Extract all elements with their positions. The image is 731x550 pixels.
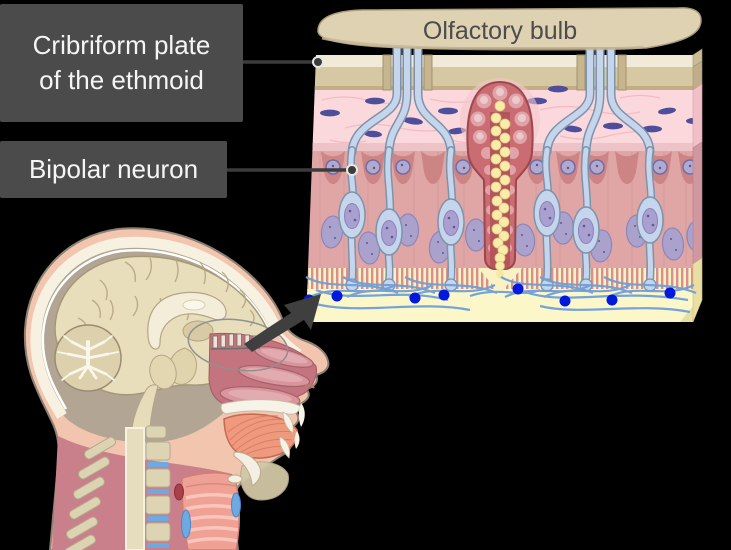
cribriform-foramina-posts [382, 54, 627, 91]
cribriform-connector-dot [312, 56, 324, 68]
gland-secretion-drop [496, 270, 504, 278]
septum-pellucidum [182, 299, 206, 311]
cervical-vertebrae [145, 425, 171, 542]
neuron-nuclei [344, 201, 658, 246]
olfactory-axon-bundles [347, 37, 655, 157]
thalamus [182, 320, 214, 342]
thyroid-cartilage [231, 492, 241, 518]
spinal-cord [125, 427, 145, 550]
upper-lip-highlight [298, 403, 305, 427]
mucus-corner-bevel [680, 306, 693, 322]
epiglottis [233, 451, 261, 487]
lower-incisor [279, 436, 290, 459]
olfactory-epithelium-inset: Olfactory bulb [303, 7, 703, 323]
esophagus-opening [174, 483, 184, 501]
head-sagittal-section [23, 227, 330, 550]
block-side-faces [692, 48, 703, 323]
intervertebral-discs [147, 462, 169, 548]
lower-lip-highlight [294, 431, 300, 449]
olfactory-bulb-label: Olfactory bulb [423, 17, 577, 45]
gland-duct-opening-gap [478, 268, 522, 290]
callout-connectors [227, 56, 358, 176]
basal-nuclei-speckles [329, 222, 677, 255]
nostril-line [304, 384, 315, 389]
gland-duct-cells [490, 100, 511, 271]
zoom-arrow [244, 294, 321, 352]
pons [149, 354, 177, 390]
bipolar-connector-dot [346, 164, 358, 176]
trachea-rings [185, 493, 239, 544]
magnifier-ellipse [187, 318, 289, 372]
hyoid-bone [227, 474, 243, 484]
lamina-propria-nuclei [320, 85, 693, 138]
olfactory-cilia [305, 276, 697, 314]
cribriform-plate-label: Cribriform plate of the ethmoid [0, 4, 243, 122]
cerebellum-arbor-vitae [57, 335, 119, 381]
apical-nuclei [325, 159, 693, 175]
cribriform-label-line1: Cribriform plate [32, 29, 211, 60]
cribriform-label-line2: of the ethmoid [39, 65, 204, 95]
bipolar-label-text: Bipolar neuron [28, 153, 199, 184]
upper-incisor [282, 411, 294, 434]
olfactory-bulb: Olfactory bulb [317, 7, 702, 51]
cribriform-plate-top-face [306, 55, 693, 67]
vocal-fold-line [185, 483, 237, 488]
bipolar-neurons [338, 146, 664, 292]
skull-bone-band [30, 236, 283, 419]
bipolar-neuron-label: Bipolar neuron [0, 141, 227, 198]
tongue [223, 413, 298, 459]
neuron-nucleoli [348, 207, 655, 239]
spinous-processes [63, 436, 117, 550]
corpus-callosum [147, 291, 227, 350]
olfactory-gland [460, 78, 540, 278]
gland-acini-highlights [474, 88, 526, 140]
medulla [131, 384, 159, 429]
hard-palate [220, 399, 301, 415]
cricoid-cartilage [181, 509, 191, 539]
